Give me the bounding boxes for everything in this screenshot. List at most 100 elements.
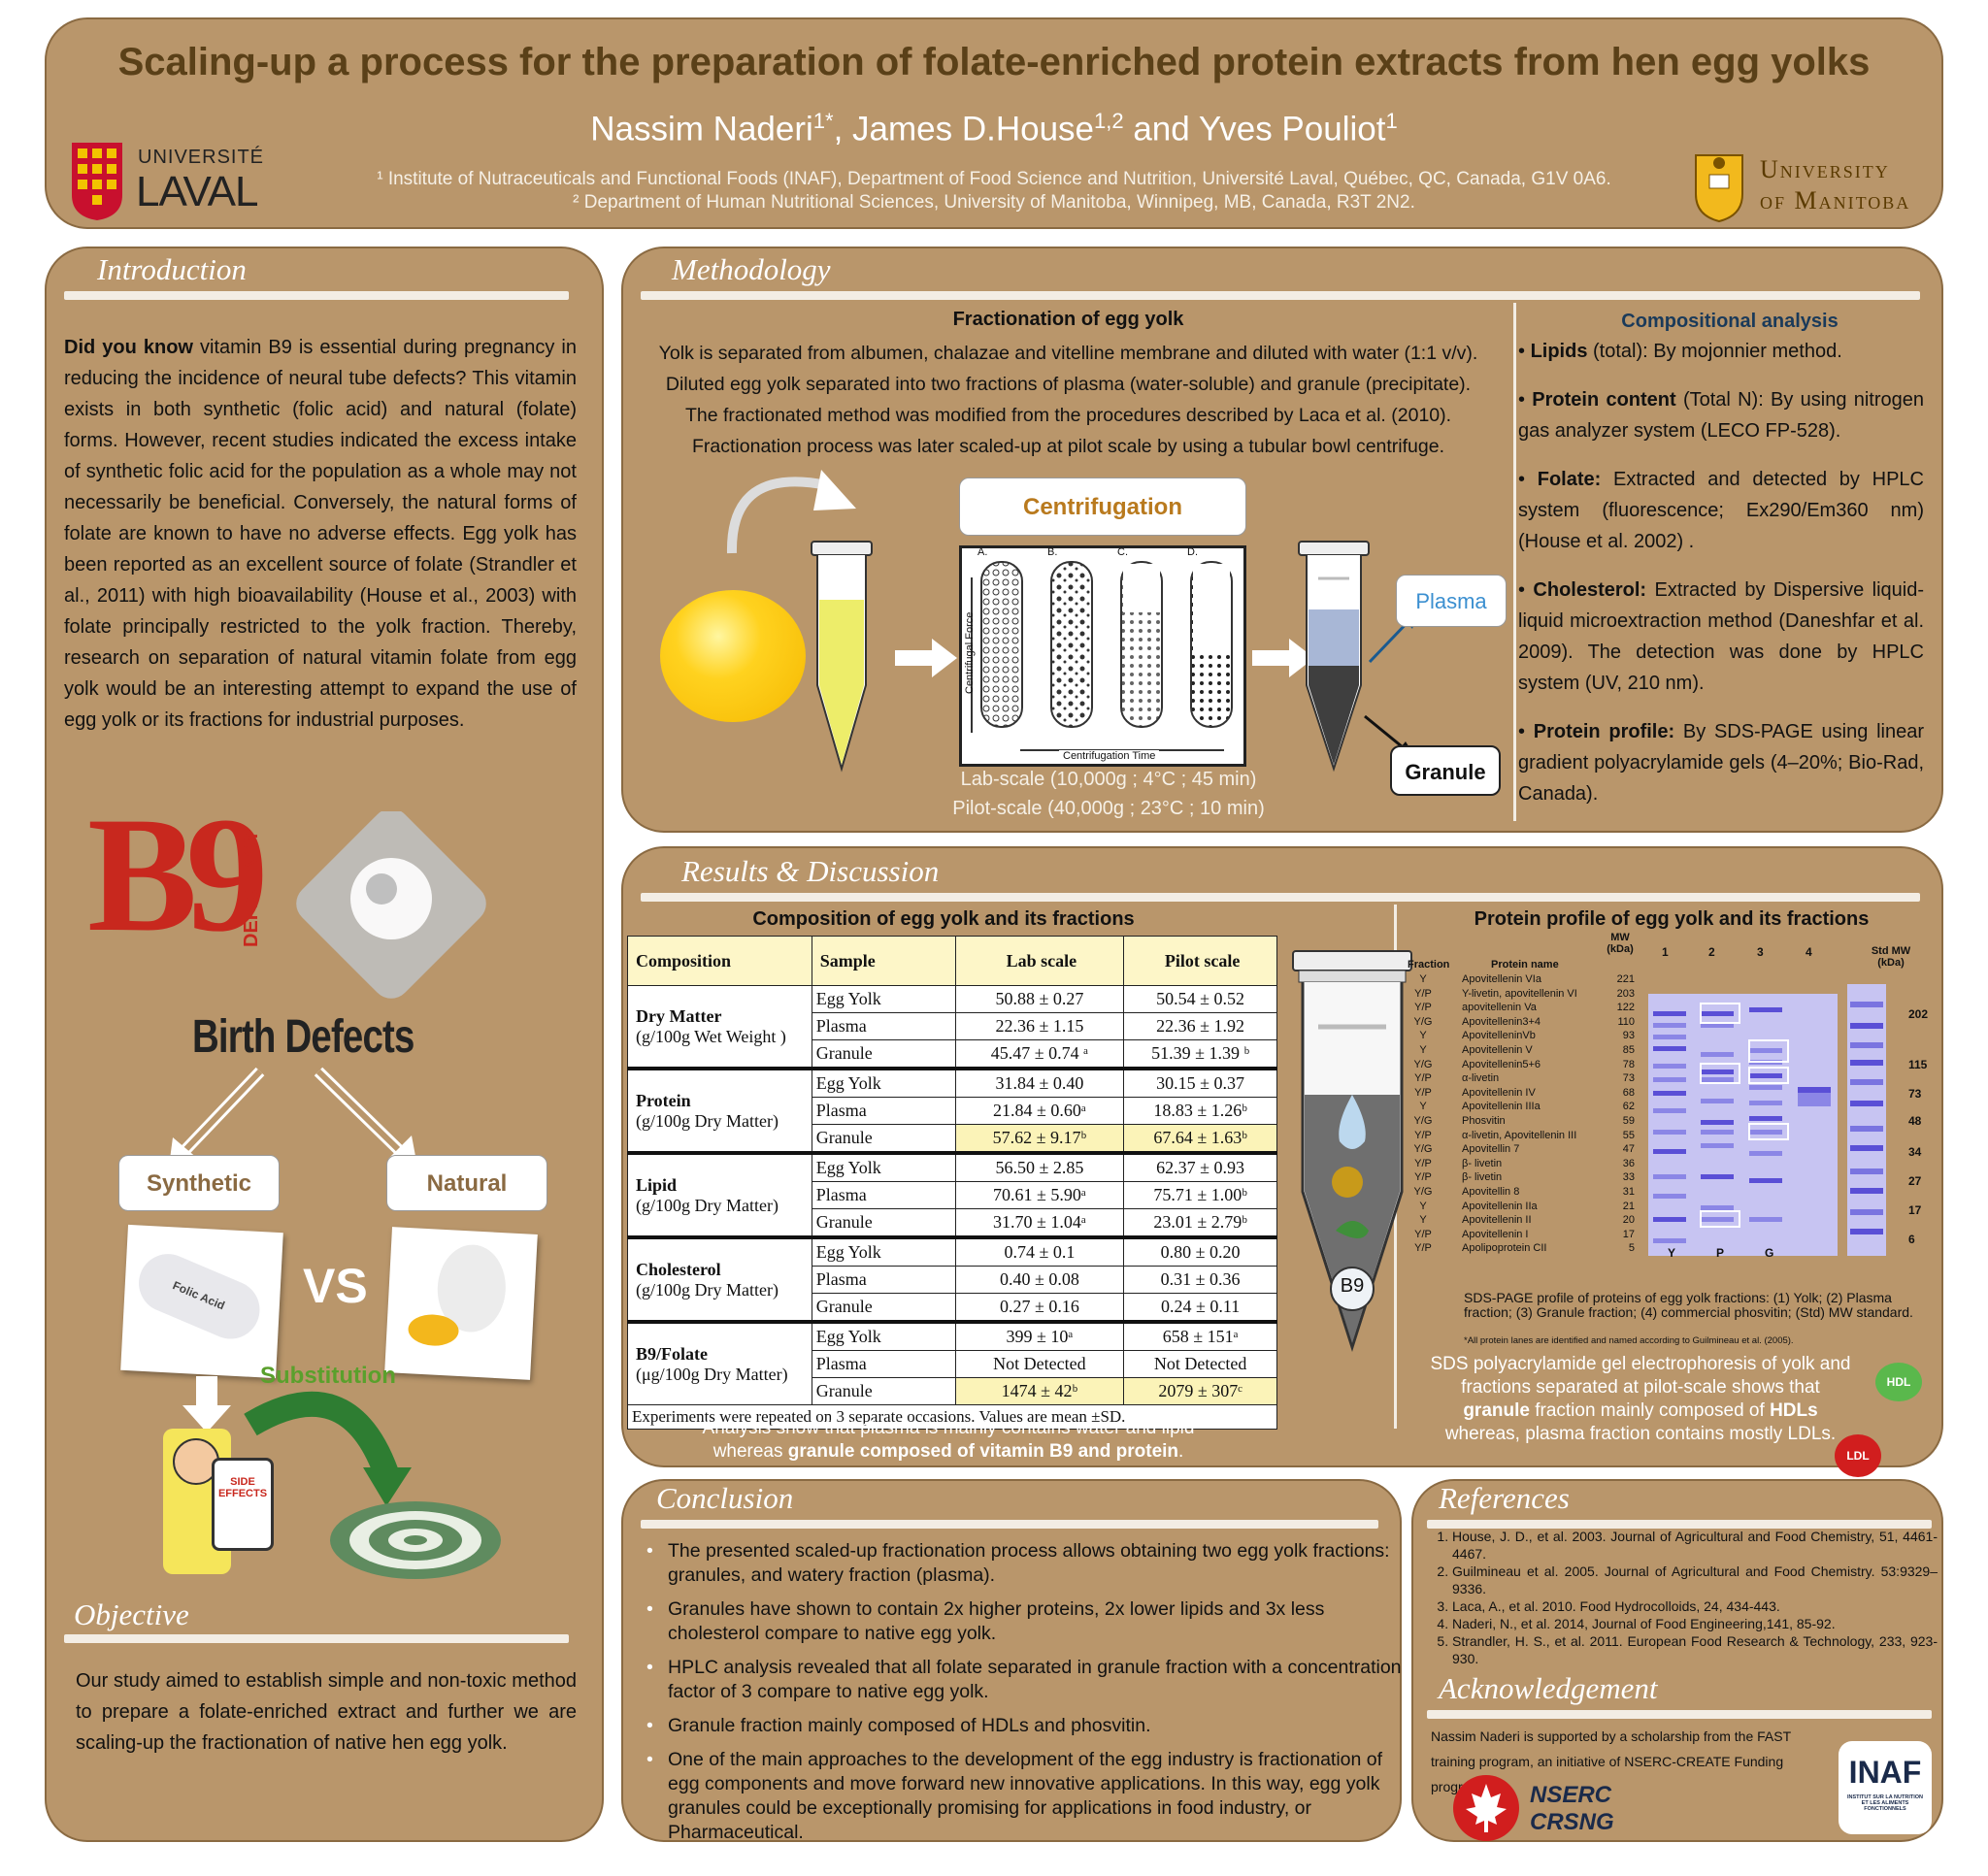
ack-rule bbox=[1427, 1710, 1932, 1719]
substitution-arrow-icon bbox=[244, 1391, 412, 1506]
gel-band bbox=[1749, 1116, 1782, 1121]
authors: Nassim Naderi1*, James D.House1,2 and Yv… bbox=[590, 109, 1398, 148]
fractionated-tube-icon bbox=[1298, 541, 1370, 773]
sample: Granule bbox=[811, 1377, 956, 1405]
gel-band bbox=[1749, 1007, 1782, 1012]
gel-band bbox=[1653, 1149, 1686, 1154]
lab-value: 70.61 ± 5.90ᵃ bbox=[954, 1181, 1125, 1209]
gel-band bbox=[1653, 1130, 1686, 1135]
lab-value: 57.62 ± 9.17ᵇ bbox=[954, 1124, 1125, 1154]
poster-title: Scaling-up a process for the preparation… bbox=[117, 41, 1871, 83]
centrifuge-diagram: A. B. C. D. Centrifugal Force Centrifuga… bbox=[959, 545, 1246, 767]
composition-category: B9/Folate(μg/100g Dry Matter) bbox=[627, 1320, 812, 1405]
inaf-logo: INAF INSTITUT SUR LA NUTRITION ET LES AL… bbox=[1839, 1741, 1932, 1834]
conclusion-list: The presented scaled-up fractionation pr… bbox=[641, 1530, 1402, 1845]
fractionation-title: Fractionation of egg yolk bbox=[952, 309, 1184, 330]
composition-category: Cholesterol(g/100g Dry Matter) bbox=[627, 1235, 812, 1323]
gel-band bbox=[1653, 1064, 1686, 1069]
intro-body: Did you know vitamin B9 is essential dur… bbox=[64, 337, 577, 731]
granule-label: Granule bbox=[1390, 745, 1501, 796]
conclusion-rule bbox=[641, 1520, 1378, 1529]
conclusion-item: Granule fraction mainly composed of HDLs… bbox=[646, 1715, 1151, 1736]
results-rule bbox=[641, 893, 1920, 902]
egg-yolk-drop bbox=[660, 590, 806, 722]
plasma-label: Plasma bbox=[1396, 575, 1507, 627]
sample: Plasma bbox=[811, 1266, 956, 1294]
references-panel: References House, J. D., et al. 2003. Jo… bbox=[1411, 1479, 1943, 1842]
gel-band bbox=[1701, 1130, 1734, 1135]
std-mw-label: 17 bbox=[1908, 1203, 1922, 1217]
sample: Egg Yolk bbox=[811, 1320, 956, 1351]
conclusion-panel: Conclusion The presented scaled-up fract… bbox=[621, 1479, 1402, 1845]
gel-band bbox=[1653, 1238, 1686, 1243]
std-band bbox=[1850, 1060, 1883, 1066]
references-list: House, J. D., et al. 2003. Journal of Ag… bbox=[1427, 1528, 1938, 1667]
gel-header-fraction: Fraction bbox=[1408, 959, 1450, 971]
natural-label: Natural bbox=[386, 1155, 547, 1211]
compositional-list: • Lipids (total): By mojonnier method. •… bbox=[1518, 341, 1925, 805]
gel-band bbox=[1749, 1048, 1782, 1053]
pilot-value: 18.83 ± 1.26ᵇ bbox=[1123, 1097, 1277, 1125]
composition-table: Composition Sample Lab scale Pilot scale… bbox=[627, 936, 1277, 1430]
gel-band bbox=[1749, 1101, 1782, 1105]
tube-label-a: A. bbox=[977, 546, 988, 558]
objective-title: Objective bbox=[74, 1597, 189, 1631]
sample: Plasma bbox=[811, 1181, 956, 1209]
references-rule bbox=[1427, 1520, 1932, 1529]
lab-value: 22.36 ± 1.15 bbox=[954, 1012, 1125, 1040]
lab-value: 0.74 ± 0.1 bbox=[954, 1235, 1125, 1267]
right-arrow-icon bbox=[895, 639, 957, 677]
tube-label-b: B. bbox=[1047, 546, 1058, 558]
composition-category: Lipid(g/100g Dry Matter) bbox=[627, 1151, 812, 1238]
bullet-icon: • bbox=[646, 1715, 653, 1736]
laval-wordmark-top: UNIVERSITÉ bbox=[138, 147, 265, 168]
gel-band bbox=[1749, 1130, 1782, 1135]
lab-value: 50.88 ± 0.27 bbox=[954, 985, 1125, 1013]
maple-leaf-icon bbox=[1453, 1775, 1519, 1841]
gel-band bbox=[1701, 1023, 1734, 1028]
pilot-value: 658 ± 151ᵃ bbox=[1123, 1320, 1277, 1351]
gel-band bbox=[1653, 1217, 1686, 1222]
b9-tube-label: B9 bbox=[1340, 1275, 1365, 1297]
sample: Granule bbox=[811, 1124, 956, 1154]
laval-wordmark-bottom: LAVAL bbox=[136, 168, 258, 215]
col-pilot: Pilot scale bbox=[1123, 936, 1277, 986]
std-band bbox=[1850, 1079, 1883, 1085]
gel-band bbox=[1701, 1011, 1734, 1016]
methodology-panel: Methodology Fractionation of egg yolk Yo… bbox=[621, 247, 1943, 833]
conclusion-item: Granules have shown to contain 2x higher… bbox=[646, 1598, 1325, 1644]
results-title: Results & Discussion bbox=[681, 854, 940, 888]
references-title: References bbox=[1439, 1481, 1570, 1515]
folic-acid-pills-image: Folic Acid bbox=[120, 1224, 283, 1379]
sample: Egg Yolk bbox=[811, 1235, 956, 1267]
b9-deficiency-graphic: B9 DEFICIENCY Birth Defects bbox=[85, 783, 571, 1063]
std-mw-label: 27 bbox=[1908, 1174, 1922, 1188]
yolk-tube-icon bbox=[811, 541, 873, 773]
table-note: Experiments were repeated on 3 separate … bbox=[627, 1404, 1277, 1430]
header-panel: Scaling-up a process for the preparation… bbox=[45, 17, 1943, 229]
reference-item: Laca, A., et al. 2010. Food Hydrocolloid… bbox=[1452, 1597, 1938, 1615]
gel-band bbox=[1653, 1091, 1686, 1096]
lab-value: Not Detected bbox=[954, 1350, 1125, 1378]
vs-label: VS bbox=[303, 1259, 368, 1313]
results-panel: Results & Discussion Composition of egg … bbox=[621, 846, 1943, 1477]
conclusion-item: The presented scaled-up fractionation pr… bbox=[646, 1540, 1390, 1586]
gel-band bbox=[1653, 1011, 1686, 1016]
gel-header-protein: Protein name bbox=[1491, 959, 1559, 971]
gel-band bbox=[1701, 1077, 1734, 1082]
lab-value: 45.47 ± 0.74 ᵃ bbox=[954, 1039, 1125, 1070]
b9-logo: B9 bbox=[87, 783, 268, 966]
sds-summary: SDS polyacrylamide gel electrophoresis o… bbox=[1430, 1354, 1851, 1444]
